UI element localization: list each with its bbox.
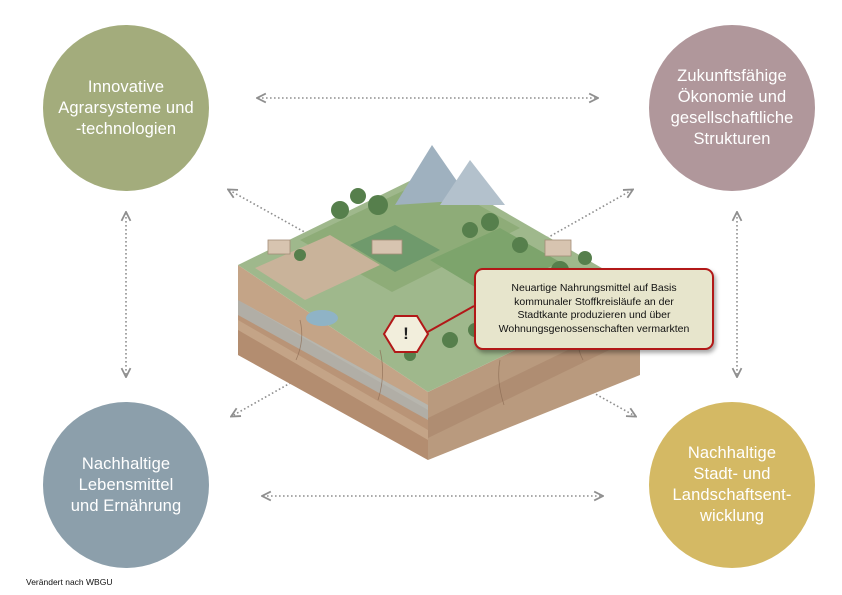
topic-circle-ernaehrung: Nachhaltige Lebensmittel und Ernährung [43,402,209,568]
circle-label-line: gesellschaftliche [670,109,794,127]
callout-line: kommunaler Stoffkreisläufe an der [514,295,674,308]
circle-label-line: -technologien [75,119,177,138]
circle-label-line: Nachhaltige [81,454,171,473]
callout-line: Stadtkante produzieren und über [517,309,671,321]
arrow-diagonal-tr-bl [232,190,632,416]
callout-line: Neuartige Nahrungsmittel auf Basis [511,282,677,294]
circle-label-line: und Ernährung [70,496,182,515]
topic-circle-oekonomie: Zukunftsfähige Ökonomie und gesellschaft… [649,25,815,191]
topic-circle-agrarsysteme: Innovative Agrarsysteme und -technologie… [43,25,209,191]
circle-label-line: Strukturen [693,130,771,148]
circle-label-line: Stadt- und [693,465,771,483]
source-note: Verändert nach WBGU [26,577,113,587]
circle-label-line: Landschaftsent- [672,486,792,504]
circle-label-line: Agrarsysteme und [58,98,194,117]
circle-label-line: Lebensmittel [78,475,174,494]
warning-mark: ! [403,324,409,343]
topic-circle-landschaft: Nachhaltige Stadt- und Landschaftsent- w… [649,402,815,568]
callout-line: Wohnungsgenossenschaften vermarkten [498,322,690,335]
circle-label-line: Innovative [87,77,165,96]
circle-label-line: Zukunftsfähige [677,67,787,85]
warning-hexagon-icon [382,315,430,353]
callout-box: Neuartige Nahrungsmittel auf Basis kommu… [474,268,714,350]
circle-label-line: Ökonomie und [677,88,787,106]
circle-label-line: Nachhaltige [687,444,777,462]
circle-label-line: wicklung [699,507,765,525]
